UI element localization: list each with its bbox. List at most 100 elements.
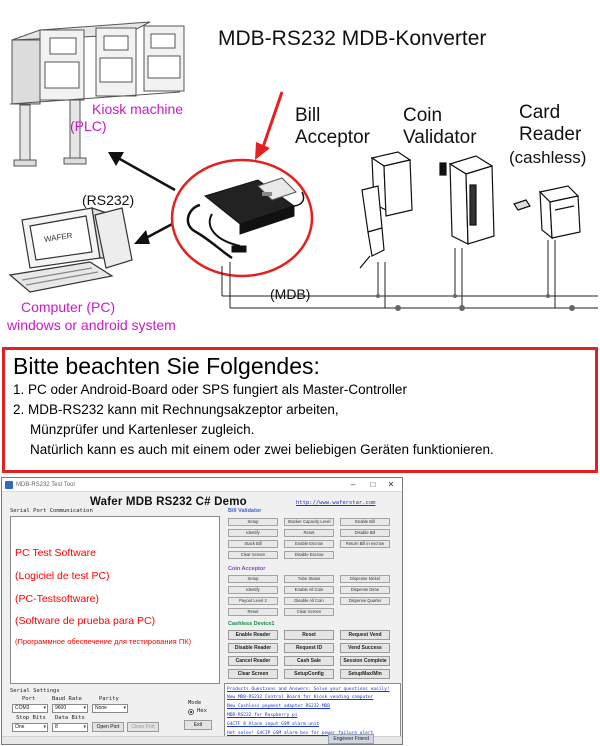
- coin-dispense-quarter-button[interactable]: Dispense Quarter: [340, 597, 390, 605]
- coin-validator-illustration: [439, 155, 495, 245]
- coin-validator-label-line2: Validator: [403, 127, 477, 148]
- card-reader-label-line1: Card: [519, 102, 561, 123]
- link-4[interactable]: MDB-RS232 for Raspberry pi: [227, 713, 298, 718]
- cashless-reset-button[interactable]: Reset: [284, 630, 334, 640]
- bill-enable-bill-button[interactable]: Enable Bill: [340, 518, 390, 526]
- serial-text-1: PC Test Software: [15, 547, 96, 559]
- converter-device: [186, 177, 305, 260]
- stop-bits-value: One: [15, 724, 25, 730]
- baud-select[interactable]: 9600▾: [52, 704, 88, 713]
- serial-text-5: (Программное обеспечение для тестировани…: [15, 637, 192, 646]
- coin-clear-screen-button[interactable]: Clear Screen: [284, 608, 334, 616]
- bill-identify-button[interactable]: Identify: [228, 529, 278, 537]
- mdb-connection-diagram: MDB-RS232 MDB-Konverter Kiosk machine (P…: [0, 0, 600, 345]
- mode-label: Mode: [188, 700, 202, 706]
- bill-disable-escrow-button[interactable]: Disable Escrow: [284, 551, 334, 559]
- card-reader-illustration: [513, 185, 581, 240]
- mode-hex-radio[interactable]: [188, 709, 194, 715]
- notice-line-4: Natürlich kann es auch mit einem oder zw…: [30, 442, 494, 457]
- bill-acceptor-illustration: [359, 151, 413, 269]
- close-port-button[interactable]: Close Port: [127, 722, 159, 732]
- data-bits-label: Data Bits: [55, 715, 85, 721]
- cashless-enable-reader-button[interactable]: Enable Reader: [228, 630, 278, 640]
- coin-identify-button[interactable]: Identify: [228, 586, 278, 594]
- coin-dispense-dime-button[interactable]: Dispense Dime: [340, 586, 390, 594]
- mdb-label: (MDB): [270, 286, 311, 302]
- cashless-vend-success-button[interactable]: Vend Success: [340, 643, 390, 653]
- bill-return-bill-in-escrow-button[interactable]: Return Bill in escrow: [340, 540, 390, 548]
- link-6[interactable]: Hot sales! G4CIP GSM alarm box for power…: [227, 731, 374, 736]
- website-link[interactable]: http://www.waferstar.com: [296, 500, 376, 506]
- coin-reset-button[interactable]: Reset: [228, 608, 278, 616]
- notice-box: Bitte beachten Sie Folgendes: 1. PC oder…: [2, 347, 598, 473]
- cashless-request-id-button[interactable]: Request ID: [284, 643, 334, 653]
- coin-validator-label-line1: Coin: [403, 105, 443, 126]
- cashless-request-vend-button[interactable]: Request Vend: [340, 630, 390, 640]
- open-port-button[interactable]: Open Port: [92, 722, 124, 732]
- notice-line-3: Münzprüfer und Kartenleser zugleich.: [30, 422, 255, 437]
- radio-dot-icon: [190, 711, 192, 713]
- coin-enable-all-coin-button[interactable]: Enable All Coin: [284, 586, 334, 594]
- bill-clear-screen-button[interactable]: Clear Screen: [228, 551, 278, 559]
- kiosk-machine-illustration: [9, 21, 185, 167]
- notice-line-2: 2. MDB-RS232 kann mit Rechnungsakzeptor …: [13, 402, 339, 417]
- bill-setup-button[interactable]: Setup: [228, 518, 278, 526]
- bill-stack-bill-button[interactable]: Stack Bill: [228, 540, 278, 548]
- exit-button[interactable]: Exit: [184, 720, 212, 730]
- bill-disable-bill-button[interactable]: Disable Bill: [340, 529, 390, 537]
- card-reader-label-line3: (cashless): [509, 148, 587, 167]
- coin-setup-button[interactable]: Setup: [228, 575, 278, 583]
- maximize-icon[interactable]: □: [370, 480, 376, 489]
- link-1[interactable]: Products Questions and Answers: Solve yo…: [227, 687, 390, 692]
- cashless-setupmax-min-button[interactable]: SetupMax/Min: [340, 669, 390, 679]
- minimize-icon[interactable]: –: [350, 480, 356, 489]
- pc-system-label: windows or android system: [7, 317, 176, 333]
- bill-enable-escrow-button[interactable]: Enable Escrow: [284, 540, 334, 548]
- chevron-down-icon: ▾: [83, 724, 86, 730]
- cashless-disable-reader-button[interactable]: Disable Reader: [228, 643, 278, 653]
- computer-illustration: [8, 207, 133, 293]
- cashless-cancel-reader-button[interactable]: Cancel Reader: [228, 656, 278, 666]
- rs232-label: (RS232): [82, 192, 135, 208]
- diagram-artwork: [8, 21, 598, 311]
- converter-title: MDB-RS232 MDB-Konverter: [218, 27, 487, 50]
- serial-text-2: (Logiciel de test PC): [15, 570, 110, 582]
- coin-tube-status-button[interactable]: Tube Status: [284, 575, 334, 583]
- bill-acceptor-label-line2: Acceptor: [295, 127, 370, 148]
- cashless-cash-sale-button[interactable]: Cash Sale: [284, 656, 334, 666]
- link-5[interactable]: G4CTF 8 Alarm input GSM alarm unit: [227, 722, 320, 727]
- cashless-session-complete-button[interactable]: Session Complete: [340, 656, 390, 666]
- card-reader-label-line2: Reader: [519, 124, 582, 145]
- close-icon[interactable]: ✕: [387, 480, 395, 489]
- chevron-down-icon: ▾: [43, 705, 46, 711]
- notice-title: Bitte beachten Sie Folgendes:: [13, 353, 320, 379]
- coin-payout-level-2-button[interactable]: Payout Level 2: [228, 597, 278, 605]
- chevron-down-icon: ▾: [43, 724, 46, 730]
- coin-dispense-nickel-button[interactable]: Dispense Nickel: [340, 575, 390, 583]
- serial-text-3: (PC-Testsoftware): [15, 593, 100, 605]
- serial-output-box[interactable]: PC Test Software (Logiciel de test PC) (…: [10, 516, 220, 684]
- link-2[interactable]: New MDB-RS232 Control Board for Kiosk ve…: [227, 695, 374, 700]
- parity-select[interactable]: None▾: [92, 704, 128, 713]
- engineer-friend-label: Engineer Friend: [328, 734, 374, 744]
- serial-comm-label: Serial Port Communication: [10, 508, 93, 514]
- data-bits-select[interactable]: 8▾: [52, 723, 88, 732]
- chevron-down-icon: ▾: [123, 705, 126, 711]
- window-titlebar[interactable]: MDB-RS232 Test Tool – □ ✕: [2, 478, 402, 492]
- coin-disable-all-coin-button[interactable]: Disable All Coin: [284, 597, 334, 605]
- link-3[interactable]: New Cashless payment adapter RS232-MDB: [227, 704, 330, 709]
- stop-bits-label: Stop Bits: [16, 715, 46, 721]
- parity-label: Parity: [99, 696, 119, 702]
- bill-validator-label: Bill Validator: [228, 508, 262, 514]
- baud-label: Baud Rate: [52, 696, 82, 702]
- bill-stacker-capacity-level-button[interactable]: Stacker Capacity Level: [284, 518, 334, 526]
- port-value: COM3: [15, 705, 30, 711]
- bill-acceptor-label-line1: Bill: [295, 105, 321, 126]
- data-bits-value: 8: [55, 724, 58, 730]
- bill-reset-button[interactable]: Reset: [284, 529, 334, 537]
- cashless-clear-screen-button[interactable]: Clear Screen: [228, 669, 278, 679]
- cashless-setupconfig-button[interactable]: SetupConfig: [284, 669, 334, 679]
- stop-bits-select[interactable]: One ▾: [12, 723, 48, 732]
- port-select[interactable]: COM3 ▾: [12, 704, 48, 713]
- status-bar: [2, 736, 402, 744]
